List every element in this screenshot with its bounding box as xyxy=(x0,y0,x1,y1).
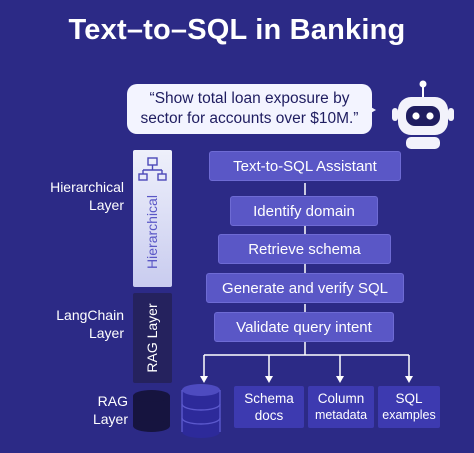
rag-layer-pillar xyxy=(133,293,172,383)
step-retrieve-schema: Retrieve schema xyxy=(218,234,391,264)
step-identify-domain: Identify domain xyxy=(230,196,378,226)
query-line-1: “Show total loan exposure by xyxy=(149,90,350,107)
output-schema-docs: Schema docs xyxy=(234,386,304,428)
step-text-to-sql-assistant: Text-to-SQL Assistant xyxy=(209,151,401,181)
query-bubble: “Show total loan exposure by sector for … xyxy=(127,84,372,134)
step-generate-verify-sql: Generate and verify SQL xyxy=(206,273,404,303)
langchain-layer-label: LangChain Layer xyxy=(56,307,124,341)
hierarchical-layer-label: Hierarchical Layer xyxy=(50,179,124,213)
output-column-metadata: Column metadata xyxy=(308,386,374,428)
query-line-2: sector for accounts over $10M.” xyxy=(140,110,359,127)
rag-layer-label: RAG Layer xyxy=(92,393,128,427)
output-sql-examples: SQL examples xyxy=(378,386,440,428)
page-title: Text–to–SQL in Banking xyxy=(68,14,406,46)
database-stack-icon xyxy=(181,384,221,438)
step-validate-query-intent: Validate query intent xyxy=(214,312,394,342)
hierarchical-pillar xyxy=(133,150,172,287)
arrow-down-icon xyxy=(200,376,413,383)
